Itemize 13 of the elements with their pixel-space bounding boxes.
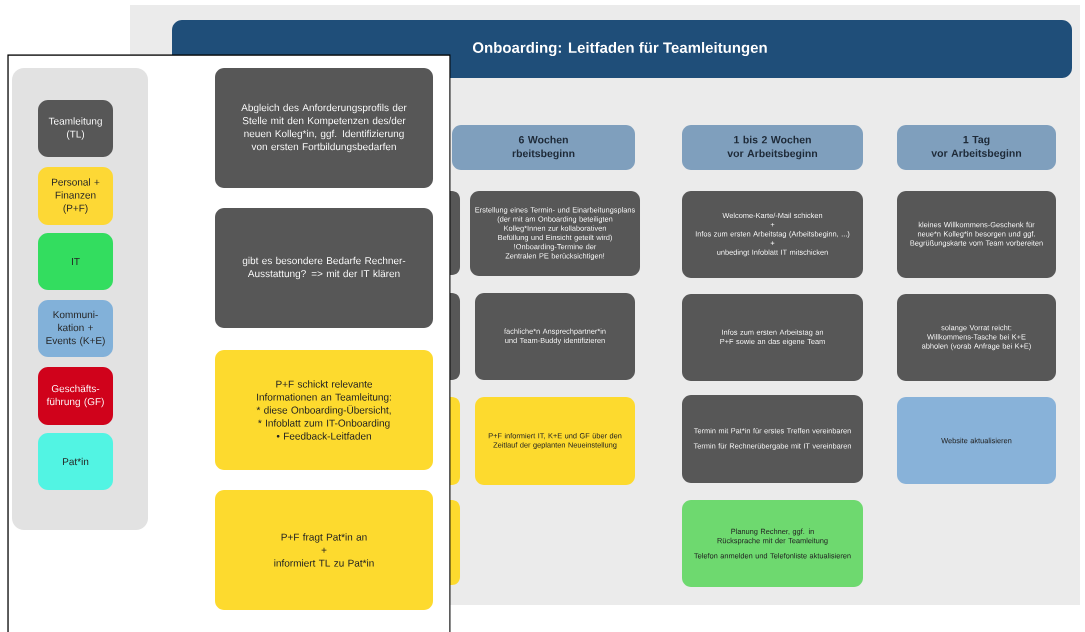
legend-label: Kommuni-kation + Events (K+E) [46, 310, 105, 347]
column-header: 1 bis 2 Wochen vor Arbeitsbeginn [682, 125, 863, 170]
legend-label: IT [72, 258, 80, 265]
legend-label: Pat*in [63, 457, 89, 466]
task-card: gibt es besondere Bedarfe Rechner-Ausstattung? => mit der IT klären [215, 208, 433, 328]
task-card: Abgleich des Anforderungsprofils der Stelle mit den Kompetenzen des/der neuen Kolleg*in, ggf. Identifizierung von ersten Fortbildungsbedarfen [215, 68, 433, 188]
legend-label: Teamleitung (TL) [48, 117, 102, 140]
task-card: P+F fragt Pat*in an + informiert TL zu Pat*in [215, 490, 433, 610]
column-header: 1 Tag vor Arbeitsbeginn [897, 125, 1056, 170]
legend-label: Personal + Finanzen (P+F) [52, 178, 100, 214]
task-card: P+F schickt relevante Informationen an Teamleitung: * diese Onboarding-Übersicht, * Infoblatt zum IT-Onboarding • Feedback-Leitfaden [215, 350, 433, 470]
column-header: 6 Wochen rbeitsbeginn [452, 125, 635, 170]
legend-label: Geschäfts-führung (GF) [46, 384, 104, 408]
